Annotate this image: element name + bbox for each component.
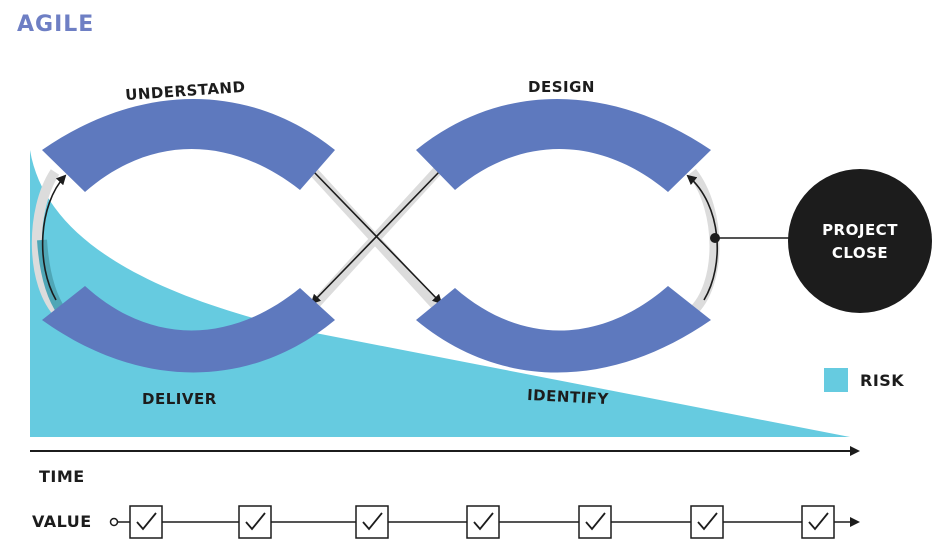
project-close-line2: CLOSE (832, 244, 888, 262)
segment-design (416, 99, 711, 192)
project-close-line1: PROJECT (822, 221, 898, 239)
value-checkpoint-box (238, 505, 272, 539)
checkmark-icon (697, 512, 718, 531)
checkmark-icon (245, 512, 266, 531)
value-checkpoints (129, 505, 835, 539)
checkmark-icon (808, 512, 829, 531)
checkmark-icon (136, 512, 157, 531)
checkmark-icon (362, 512, 383, 531)
segment-deliver (42, 286, 335, 373)
legend-risk-label: RISK (860, 371, 904, 390)
value-axis-origin (109, 517, 119, 527)
value-checkpoint-box (578, 505, 612, 539)
value-checkpoint-box (801, 505, 835, 539)
loop-arrows (41, 169, 718, 305)
label-design: DESIGN (528, 78, 595, 96)
value-checkpoint-box (466, 505, 500, 539)
legend-risk-swatch (824, 368, 848, 392)
segment-understand (42, 99, 335, 192)
time-label: TIME (39, 467, 85, 486)
segment-identify (416, 286, 711, 373)
page-title: AGILE (17, 12, 94, 37)
checkmark-icon (473, 512, 494, 531)
value-checkpoint-box (690, 505, 724, 539)
project-close-circle (788, 169, 932, 313)
label-identify: IDENTIFY (527, 386, 610, 408)
value-label: VALUE (32, 512, 92, 531)
value-checkpoint-box (129, 505, 163, 539)
label-deliver: DELIVER (142, 390, 217, 408)
checkmark-icon (585, 512, 606, 531)
value-checkpoint-box (355, 505, 389, 539)
